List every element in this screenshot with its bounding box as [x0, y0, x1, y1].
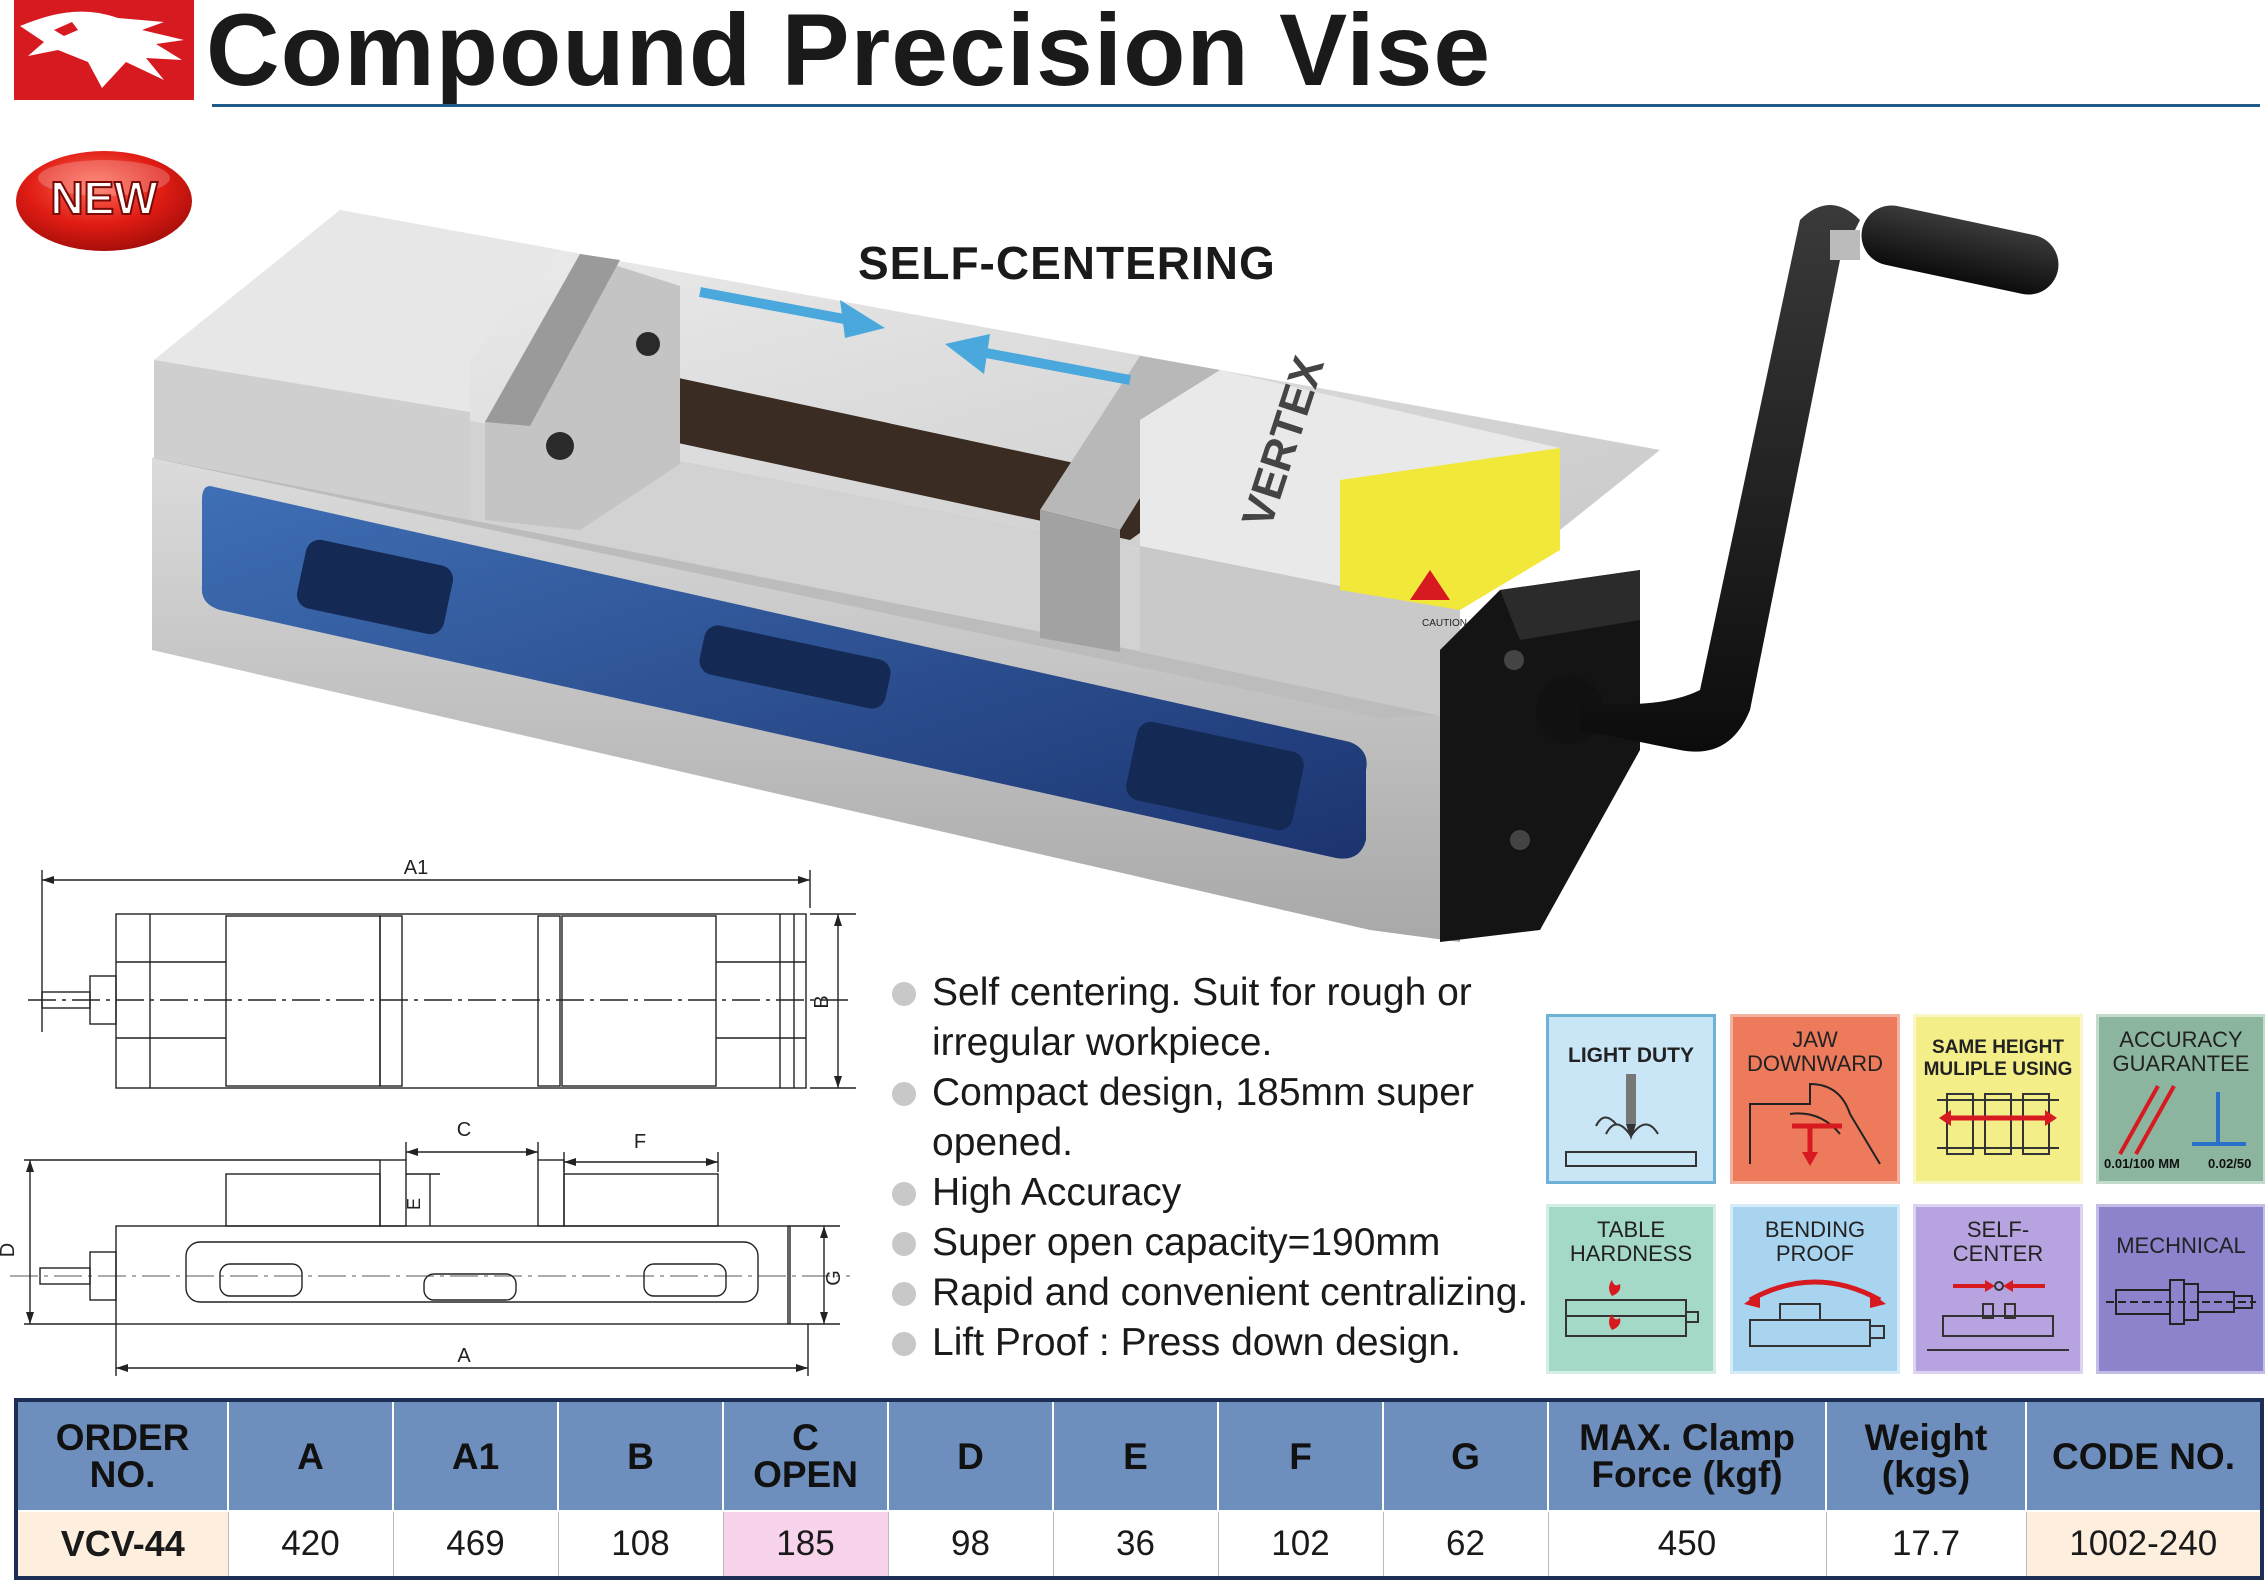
dim-f-label: F: [634, 1131, 646, 1153]
cell-d: 98: [887, 1511, 1053, 1580]
col-header-a: A: [227, 1398, 394, 1512]
clamp-direction-arrows: [699, 287, 1131, 385]
cell-weight: 17.7: [1825, 1511, 2026, 1580]
cell-a: 420: [227, 1511, 393, 1580]
title-divider: [212, 104, 2260, 107]
self-center-icon: SELF- CENTER: [1913, 1204, 2083, 1374]
cell-b: 108: [557, 1511, 723, 1580]
feature-item: Self centering. Suit for rough or irregu…: [888, 968, 1548, 1068]
col-header-code-no: CODE NO.: [2025, 1398, 2264, 1512]
feature-item: Compact design, 185mm super opened.: [888, 1068, 1548, 1168]
bullet-icon: [892, 982, 916, 1006]
jaw-downward-icon: JAW DOWNWARD: [1730, 1014, 1900, 1184]
cell-code-no: 1002-240: [2025, 1511, 2264, 1580]
cell-f: 102: [1217, 1511, 1383, 1580]
feature-item: Lift Proof : Press down design.: [888, 1318, 1548, 1368]
feature-list: Self centering. Suit for rough or irregu…: [888, 968, 1548, 1368]
col-header-a1: A1: [392, 1398, 559, 1512]
col-header-weight: Weight(kgs): [1825, 1398, 2027, 1512]
same-height-icon: SAME HEIGHT MULIPLE USING: [1913, 1014, 2083, 1184]
eagle-logo: [14, 0, 194, 100]
col-header-d: D: [887, 1398, 1054, 1512]
feature-item: Rapid and convenient centralizing.: [888, 1268, 1548, 1318]
bullet-icon: [892, 1332, 916, 1356]
cell-e: 36: [1052, 1511, 1218, 1580]
dim-g-label: G: [823, 1270, 845, 1286]
side-view-drawing: C F E D G A: [0, 1119, 850, 1376]
cell-c-open: 185: [722, 1511, 888, 1580]
dim-b-label: B: [811, 995, 833, 1008]
bullet-icon: [892, 1282, 916, 1306]
col-header-e: E: [1052, 1398, 1219, 1512]
cell-order-no: VCV-44: [14, 1511, 228, 1580]
caution-label: CAUTION: [1422, 618, 1467, 629]
light-duty-icon: LIGHT DUTY: [1546, 1014, 1716, 1184]
self-centering-label: SELF-CENTERING: [858, 237, 1276, 289]
accuracy-value-left: 0.01/100 MM: [2104, 1156, 2180, 1171]
dim-d-label: D: [0, 1243, 19, 1257]
col-header-b: B: [557, 1398, 724, 1512]
dim-a-label: A: [457, 1345, 471, 1367]
new-badge: NEW: [16, 151, 192, 251]
bullet-icon: [892, 1232, 916, 1256]
dim-c-label: C: [457, 1119, 471, 1141]
top-view-drawing: A1 B: [28, 857, 856, 1089]
page-title: Compound Precision Vise: [206, 0, 1492, 107]
accuracy-value-right: 0.02/50: [2208, 1156, 2252, 1171]
cell-g: 62: [1382, 1511, 1548, 1580]
accuracy-guarantee-icon: ACCURACY GUARANTEE 0.01/100 MM 0.02/50: [2096, 1014, 2265, 1184]
feature-item: High Accuracy: [888, 1168, 1548, 1218]
bullet-icon: [892, 1182, 916, 1206]
table-hardness-icon: TABLE HARDNESS: [1546, 1204, 1716, 1374]
bullet-icon: [892, 1082, 916, 1106]
cell-a1: 469: [392, 1511, 558, 1580]
bending-proof-icon: BENDING PROOF: [1730, 1204, 1900, 1374]
feature-item: Super open capacity=190mm: [888, 1218, 1548, 1268]
col-header-g: G: [1382, 1398, 1549, 1512]
cell-max-clamp-force: 450: [1547, 1511, 1826, 1580]
table-row: VCV-44 420 469 108 185 98 36 102 62 450 …: [14, 1511, 2264, 1580]
mechnical-icon: MECHNICAL: [2096, 1204, 2265, 1374]
dim-a1-label: A1: [404, 857, 428, 879]
vise-product-image: VERTEX CAUTION: [152, 205, 2059, 942]
col-header-f: F: [1217, 1398, 1384, 1512]
dim-e-label: E: [404, 1198, 424, 1210]
badge-text: NEW: [50, 172, 158, 224]
